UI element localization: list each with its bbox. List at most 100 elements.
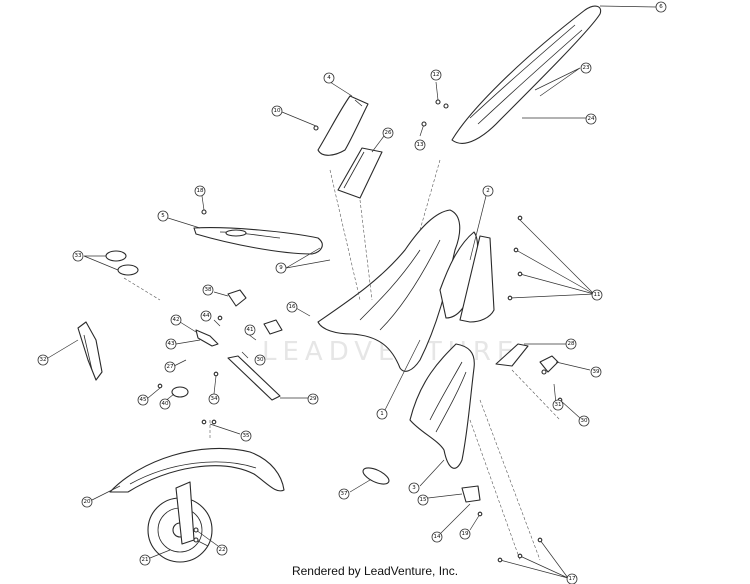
- svg-text:43: 43: [168, 341, 175, 347]
- svg-text:20: 20: [84, 499, 91, 505]
- part-39-bracket: [263, 319, 283, 335]
- svg-text:14: 14: [434, 534, 441, 540]
- part-5-side-cover: [193, 227, 323, 255]
- callout-31: 31: [552, 399, 564, 411]
- callout-13: 13: [414, 139, 426, 151]
- svg-text:32: 32: [40, 357, 47, 363]
- hardware-fasteners: [157, 99, 563, 563]
- svg-text:2: 2: [486, 188, 490, 194]
- svg-text:4: 4: [327, 75, 331, 81]
- svg-text:35: 35: [243, 433, 250, 439]
- svg-text:45: 45: [140, 397, 147, 403]
- svg-text:37: 37: [341, 491, 348, 497]
- callout-3: 3: [408, 482, 420, 494]
- part-45-cap: [171, 386, 189, 398]
- callout-27: 27: [164, 361, 176, 373]
- svg-text:44: 44: [203, 313, 210, 319]
- part-6-top-rail: [451, 5, 602, 144]
- callout-19: 19: [459, 528, 471, 540]
- svg-text:27: 27: [167, 364, 174, 370]
- svg-text:11: 11: [594, 292, 601, 298]
- callout-20: 20: [81, 496, 93, 508]
- callout-10: 10: [271, 105, 283, 117]
- callout-28: 28: [565, 338, 577, 350]
- svg-text:38: 38: [205, 287, 212, 293]
- svg-text:23: 23: [583, 65, 590, 71]
- svg-text:39: 39: [593, 369, 600, 375]
- part-3-lower-shield: [409, 343, 475, 469]
- callout-17: 17: [566, 573, 578, 584]
- part-32-side-bracket: [77, 321, 103, 381]
- part-38-bracket: [227, 289, 247, 307]
- callout-9: 9: [275, 262, 287, 274]
- callout-18: 18: [194, 185, 206, 197]
- callout-1: 1: [376, 408, 388, 420]
- callout-29: 39: [590, 366, 602, 378]
- callout-12: 12: [430, 69, 442, 81]
- callout-26: 26: [382, 127, 394, 139]
- svg-text:28: 28: [568, 341, 575, 347]
- callout-34: 29: [307, 393, 319, 405]
- svg-text:41: 41: [247, 327, 254, 333]
- callout-41: 41: [244, 324, 256, 336]
- callout-22: 22: [216, 544, 228, 556]
- svg-text:42: 42: [173, 317, 180, 323]
- callout-14: 14: [431, 531, 443, 543]
- svg-text:29: 29: [310, 396, 317, 402]
- part-15-bracket: [461, 485, 481, 503]
- svg-text:13: 13: [417, 142, 424, 148]
- assembly-guides: [123, 159, 561, 561]
- callout-24: 24: [585, 113, 597, 125]
- callout-43: 43: [165, 338, 177, 350]
- callout-16: 16: [286, 301, 298, 313]
- svg-text:3: 3: [412, 485, 416, 491]
- svg-text:12: 12: [433, 72, 440, 78]
- svg-text:33: 33: [75, 253, 82, 259]
- callout-21: 21: [139, 554, 151, 566]
- svg-text:15: 15: [420, 497, 427, 503]
- svg-text:9: 9: [279, 265, 283, 271]
- callout-extra: 30: [578, 415, 590, 427]
- callout-38: 38: [202, 284, 214, 296]
- callout-30: 30: [254, 354, 266, 366]
- callout-33: 33: [72, 250, 84, 262]
- svg-text:19: 19: [462, 531, 469, 537]
- svg-text:6: 6: [659, 4, 663, 10]
- svg-text:10: 10: [274, 108, 281, 114]
- svg-text:30: 30: [257, 357, 264, 363]
- callout-23: 23: [580, 62, 592, 74]
- callout-45: 45: [137, 394, 149, 406]
- callout-11: 11: [591, 289, 603, 301]
- svg-text:40: 40: [162, 401, 169, 407]
- svg-text:16: 16: [289, 304, 296, 310]
- callout-6: 6: [655, 1, 667, 13]
- callout-15: 15: [417, 494, 429, 506]
- svg-text:34: 34: [211, 396, 218, 402]
- callout-42: 42: [170, 314, 182, 326]
- part-20-front-fender: [109, 448, 285, 493]
- callout-5: 5: [157, 210, 169, 222]
- part-1-fork-plate: [459, 235, 495, 323]
- svg-text:1: 1: [380, 411, 384, 417]
- svg-text:21: 21: [142, 557, 149, 563]
- svg-text:30: 30: [581, 418, 588, 424]
- part-37-lens: [362, 467, 390, 485]
- svg-text:18: 18: [197, 188, 204, 194]
- callout-2: 2: [482, 185, 494, 197]
- svg-text:31: 31: [555, 402, 562, 408]
- part-26-panel: [337, 147, 383, 199]
- footer-credit: Rendered by LeadVenture, Inc.: [291, 564, 459, 578]
- callout-39: 34: [208, 393, 220, 405]
- callout-4: 4: [323, 72, 335, 84]
- part-21-brake-disc: [147, 481, 213, 563]
- part-30-lever: [195, 329, 219, 347]
- svg-text:17: 17: [569, 576, 576, 582]
- callout-32: 32: [37, 354, 49, 366]
- callout-37: 37: [338, 488, 350, 500]
- leader-lines: [47, 5, 657, 579]
- callout-40: 40: [159, 398, 171, 410]
- part-34-strip: [227, 355, 281, 401]
- part-4-upper-shield: [317, 95, 369, 156]
- part-33-lenses: [105, 250, 139, 276]
